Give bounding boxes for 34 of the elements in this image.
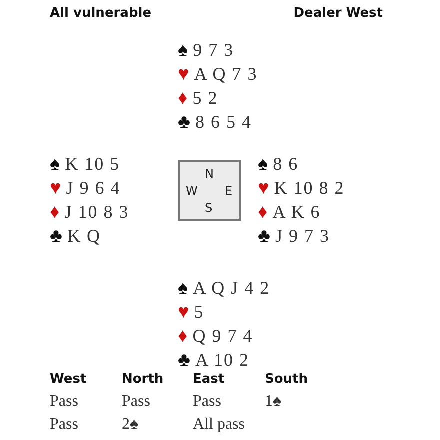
hand-suit-line: ♦ J 10 8 3 bbox=[50, 202, 130, 224]
hand-suit-line: ♠ K 10 5 bbox=[50, 154, 120, 176]
hand-suit-line: ♠ A Q J 4 2 bbox=[178, 278, 270, 300]
column-header: West bbox=[50, 372, 87, 387]
column-header: North bbox=[122, 372, 164, 387]
bid-text: 1♠ bbox=[265, 393, 282, 411]
west-letter: W bbox=[186, 184, 198, 198]
column-header: South bbox=[265, 372, 308, 387]
hand-suit-line: ♣ K Q bbox=[50, 226, 101, 248]
hand-suit-line: ♦ Q 9 7 4 bbox=[178, 326, 254, 348]
hand-suit-line: ♣ 8 6 5 4 bbox=[178, 112, 252, 134]
hand-suit-line: ♠ 8 6 bbox=[258, 154, 299, 176]
bid-text: Pass bbox=[122, 393, 150, 411]
bid-text: All pass bbox=[193, 416, 245, 434]
hand-suit-line: ♠ 9 7 3 bbox=[178, 40, 234, 62]
hand-suit-line: ♦ 5 2 bbox=[178, 88, 218, 110]
bid-text: 2♠ bbox=[122, 416, 138, 434]
south-letter: S bbox=[205, 201, 213, 215]
hand-suit-line: ♦ A K 6 bbox=[258, 202, 321, 224]
north-letter: N bbox=[205, 167, 214, 181]
east-letter: E bbox=[225, 184, 233, 198]
hand-suit-line: ♥ J 9 6 4 bbox=[50, 178, 121, 200]
hand-suit-line: ♥ 5 bbox=[178, 302, 204, 324]
hand-suit-line: ♣ J 9 7 3 bbox=[258, 226, 330, 248]
hand-suit-line: ♥ A Q 7 3 bbox=[178, 64, 258, 86]
dealer-label: Dealer West bbox=[294, 6, 383, 21]
vulnerability-label: All vulnerable bbox=[50, 6, 152, 21]
hand-suit-line: ♥ K 10 8 2 bbox=[258, 178, 345, 200]
hand-suit-line: ♣ A 10 2 bbox=[178, 350, 250, 372]
bid-text: Pass bbox=[193, 393, 222, 411]
column-header: East bbox=[193, 372, 225, 387]
bid-text: Pass bbox=[50, 393, 78, 411]
compass-box bbox=[178, 160, 241, 221]
bid-text: Pass bbox=[50, 416, 78, 434]
